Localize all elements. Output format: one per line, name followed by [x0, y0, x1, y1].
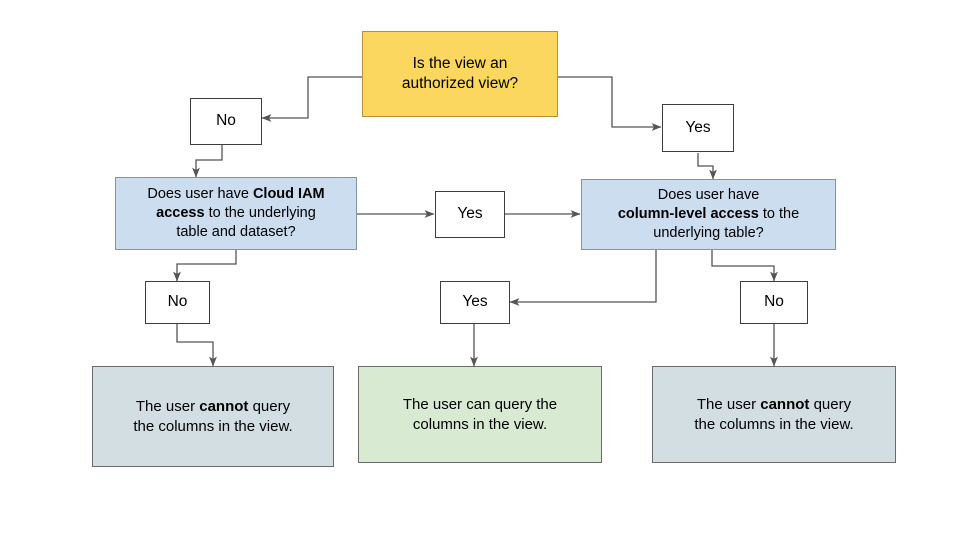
col-line2-bold: column-level access: [617, 205, 759, 222]
node-outcome-deny-right[interactable]: The user cannot query the columns in the…: [652, 366, 896, 463]
deny-left-l2: the columns in the view.: [133, 417, 293, 435]
iam-line1-a: Does user have: [147, 185, 253, 202]
deny-right-l2: the columns in the view.: [694, 415, 854, 433]
node-branch-column-no-label: No: [764, 293, 784, 311]
node-question-cloud-iam-text: Does user have Cloud IAM access to the u…: [116, 185, 356, 242]
node-branch-iam-no-label: No: [167, 293, 188, 311]
allow-l2: columns in the view.: [412, 415, 548, 433]
node-question-cloud-iam[interactable]: Does user have Cloud IAM access to the u…: [115, 177, 357, 250]
node-start-line2: authorized view?: [401, 75, 519, 92]
node-branch-iam-yes-label: Yes: [457, 205, 483, 223]
node-outcome-deny-left[interactable]: The user cannot query the columns in the…: [92, 366, 334, 467]
node-question-column-level-text: Does user have column-level access to th…: [582, 186, 835, 243]
connector-yes-to-column: [697, 153, 717, 180]
allow-l1: The user can query the: [402, 395, 558, 413]
iam-line1-bold: Cloud IAM: [252, 185, 325, 202]
connector-iam-to-no: [173, 250, 237, 282]
connector-column-to-no: [711, 250, 778, 282]
col-line2-a: to the: [758, 205, 800, 222]
iam-line2-a: to the underlying: [204, 204, 316, 221]
iam-line3: table and dataset?: [176, 224, 296, 241]
node-branch-iam-no[interactable]: No: [145, 281, 210, 324]
node-branch-column-no[interactable]: No: [740, 281, 808, 324]
iam-line2-bold: access: [156, 204, 205, 221]
node-branch-view-no-label: No: [216, 112, 236, 130]
node-branch-view-yes[interactable]: Yes: [662, 104, 734, 152]
deny-left-l1c: query: [248, 397, 291, 415]
deny-right-l1c: query: [809, 395, 852, 413]
node-branch-column-yes-label: Yes: [462, 293, 488, 311]
connector-column-to-yes: [509, 250, 657, 306]
connector-start-to-no: [261, 76, 362, 122]
node-branch-view-no[interactable]: No: [190, 98, 262, 145]
deny-left-l1a: The user: [135, 397, 200, 415]
node-branch-view-yes-label: Yes: [685, 118, 711, 136]
deny-right-bold: cannot: [760, 395, 810, 413]
node-start-question[interactable]: Is the view an authorized view?: [362, 31, 558, 117]
col-line1: Does user have: [657, 186, 760, 203]
node-outcome-allow-middle[interactable]: The user can query the columns in the vi…: [358, 366, 602, 463]
node-outcome-deny-right-text: The user cannot query the columns in the…: [653, 395, 895, 435]
node-outcome-deny-left-text: The user cannot query the columns in the…: [93, 397, 333, 437]
deny-left-bold: cannot: [199, 397, 249, 415]
node-branch-column-yes[interactable]: Yes: [440, 281, 510, 324]
node-start-text: Is the view an authorized view?: [363, 54, 557, 95]
connector-no-to-deny-left: [176, 324, 217, 367]
node-branch-iam-yes[interactable]: Yes: [435, 191, 505, 238]
connector-no-to-iam: [192, 145, 223, 178]
connector-start-to-yes: [558, 76, 662, 131]
node-outcome-allow-middle-text: The user can query the columns in the vi…: [359, 395, 601, 435]
deny-right-l1a: The user: [696, 395, 761, 413]
node-start-line1: Is the view an: [412, 54, 508, 72]
node-question-column-level[interactable]: Does user have column-level access to th…: [581, 179, 836, 250]
col-line3: underlying table?: [653, 225, 764, 242]
